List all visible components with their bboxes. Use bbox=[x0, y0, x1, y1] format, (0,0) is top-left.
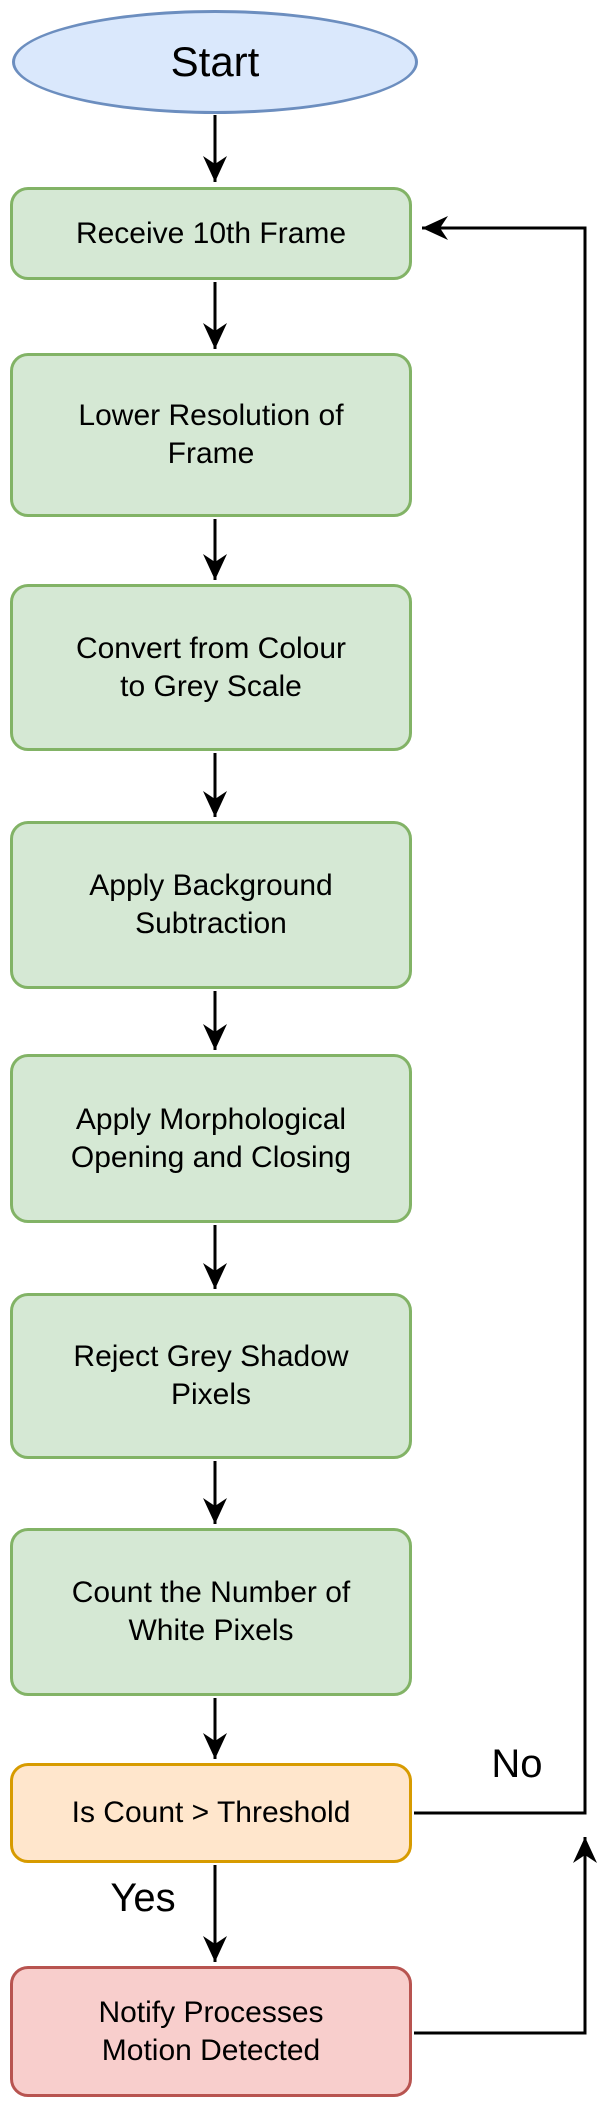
node-count-white-pixels: Count the Number of White Pixels bbox=[10, 1528, 412, 1696]
edge-notify-loop bbox=[414, 1837, 597, 2035]
node-receive-10th-frame: Receive 10th Frame bbox=[10, 187, 412, 280]
edge-decision-no-loop bbox=[414, 216, 587, 1815]
node-threshold-decision: Is Count > Threshold bbox=[10, 1763, 412, 1863]
edge-label-no: No bbox=[491, 1742, 543, 1786]
node-start: Start bbox=[12, 10, 418, 114]
node-notify-motion-detected: Notify Processes Motion Detected bbox=[10, 1966, 412, 2097]
edge-label-yes: Yes bbox=[110, 1876, 176, 1920]
node-reject-grey-shadow: Reject Grey Shadow Pixels bbox=[10, 1293, 412, 1459]
node-background-subtraction: Apply Background Subtraction bbox=[10, 821, 412, 989]
node-morphological-open-close: Apply Morphological Opening and Closing bbox=[10, 1054, 412, 1223]
node-lower-resolution: Lower Resolution of Frame bbox=[10, 353, 412, 517]
node-convert-to-grey: Convert from Colour to Grey Scale bbox=[10, 584, 412, 751]
